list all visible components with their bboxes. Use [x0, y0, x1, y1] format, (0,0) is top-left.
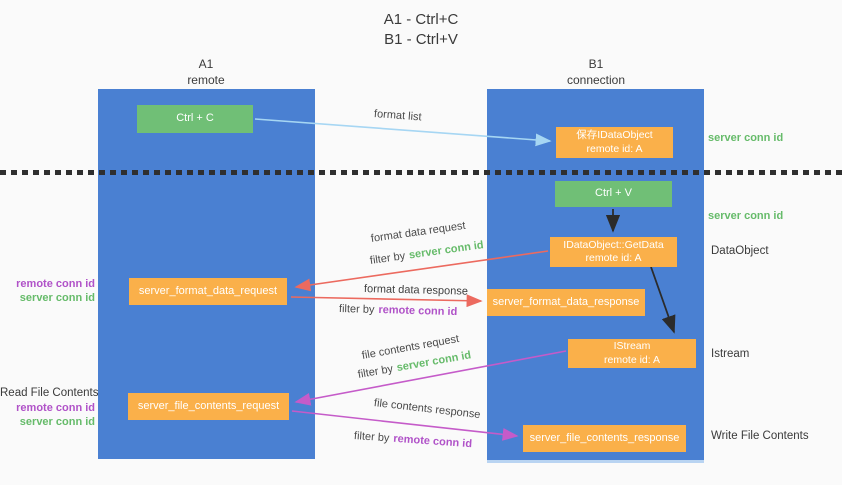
node-istream: IStream remote id: A [568, 339, 696, 368]
filter-by-text: filter by [353, 430, 390, 445]
right-write-file-contents-label: Write File Contents [711, 430, 809, 442]
node-server-format-data-request: server_format_data_request [129, 278, 287, 305]
node-getdata-line1: IDataObject::GetData [563, 238, 664, 251]
node-getdata-line2: remote id: A [585, 252, 642, 264]
left-format-remote-conn-id: remote conn id [16, 278, 95, 290]
node-istream-line1: IStream [613, 340, 651, 353]
right-dataobject-label: DataObject [711, 245, 769, 257]
title-line-1: A1 - Ctrl+C [383, 11, 459, 28]
node-save-idataobject-line2: remote id: A [586, 142, 643, 155]
left-file-server-conn-id: server conn id [19, 415, 95, 428]
read-file-contents-label: Read File Contents [0, 387, 99, 399]
lane-b1-title: B1 [588, 57, 604, 71]
remote-conn-id-text: remote conn id [378, 304, 458, 319]
left-file-remote-conn-id: remote conn id [16, 401, 95, 414]
label-file-contents-response: file contents response [373, 397, 482, 422]
label-format-data-request: format data request [370, 219, 467, 245]
lane-a1-title: A1 [198, 57, 214, 71]
label-format-data-response: format data response [363, 283, 469, 298]
node-ctrl-v: Ctrl + V [555, 181, 672, 207]
left-format-conn-ids: remote conn id server conn id [0, 277, 95, 305]
remote-conn-id-text: remote conn id [392, 432, 473, 451]
node-ctrl-c: Ctrl + C [137, 105, 253, 133]
left-format-server-conn-id: server conn id [19, 292, 95, 305]
filter-by-text: filter by [356, 362, 394, 381]
node-server-file-contents-response: server_file_contents_response [523, 425, 686, 452]
right-server-conn-id-mid: server conn id [708, 210, 784, 222]
lane-a1-subtitle: remote [187, 72, 225, 87]
filter-by-text: filter by [369, 250, 406, 267]
diagram-title: A1 - Ctrl+C B1 - Ctrl+V [331, 10, 511, 51]
format-data-response-arrow [290, 294, 483, 308]
lane-header-b1: B1 connection [536, 57, 656, 88]
lane-b1-subtitle: connection [566, 72, 626, 87]
right-server-conn-id-top: server conn id [708, 132, 784, 144]
node-save-idataobject: 保存IDataObject remote id: A [556, 127, 673, 158]
filter-by-text: filter by [338, 303, 375, 316]
node-server-format-data-response: server_format_data_response [487, 289, 645, 316]
lane-header-a1: A1 remote [146, 57, 266, 88]
dashed-divider [0, 170, 842, 175]
node-server-file-contents-request: server_file_contents_request [128, 393, 289, 420]
file-contents-response-arrow [291, 410, 519, 441]
node-istream-line2: remote id: A [603, 353, 661, 366]
node-idataobject-getdata: IDataObject::GetData remote id: A [550, 237, 677, 267]
left-read-file-contents-block: Read File Contents remote conn id server… [0, 386, 99, 429]
node-save-idataobject-line1: 保存IDataObject [576, 129, 653, 142]
label-format-list: format list [373, 108, 422, 124]
title-line-2: B1 - Ctrl+V [384, 31, 458, 49]
server-conn-id-text: server conn id [408, 239, 485, 262]
right-istream-label: Istream [711, 348, 750, 360]
